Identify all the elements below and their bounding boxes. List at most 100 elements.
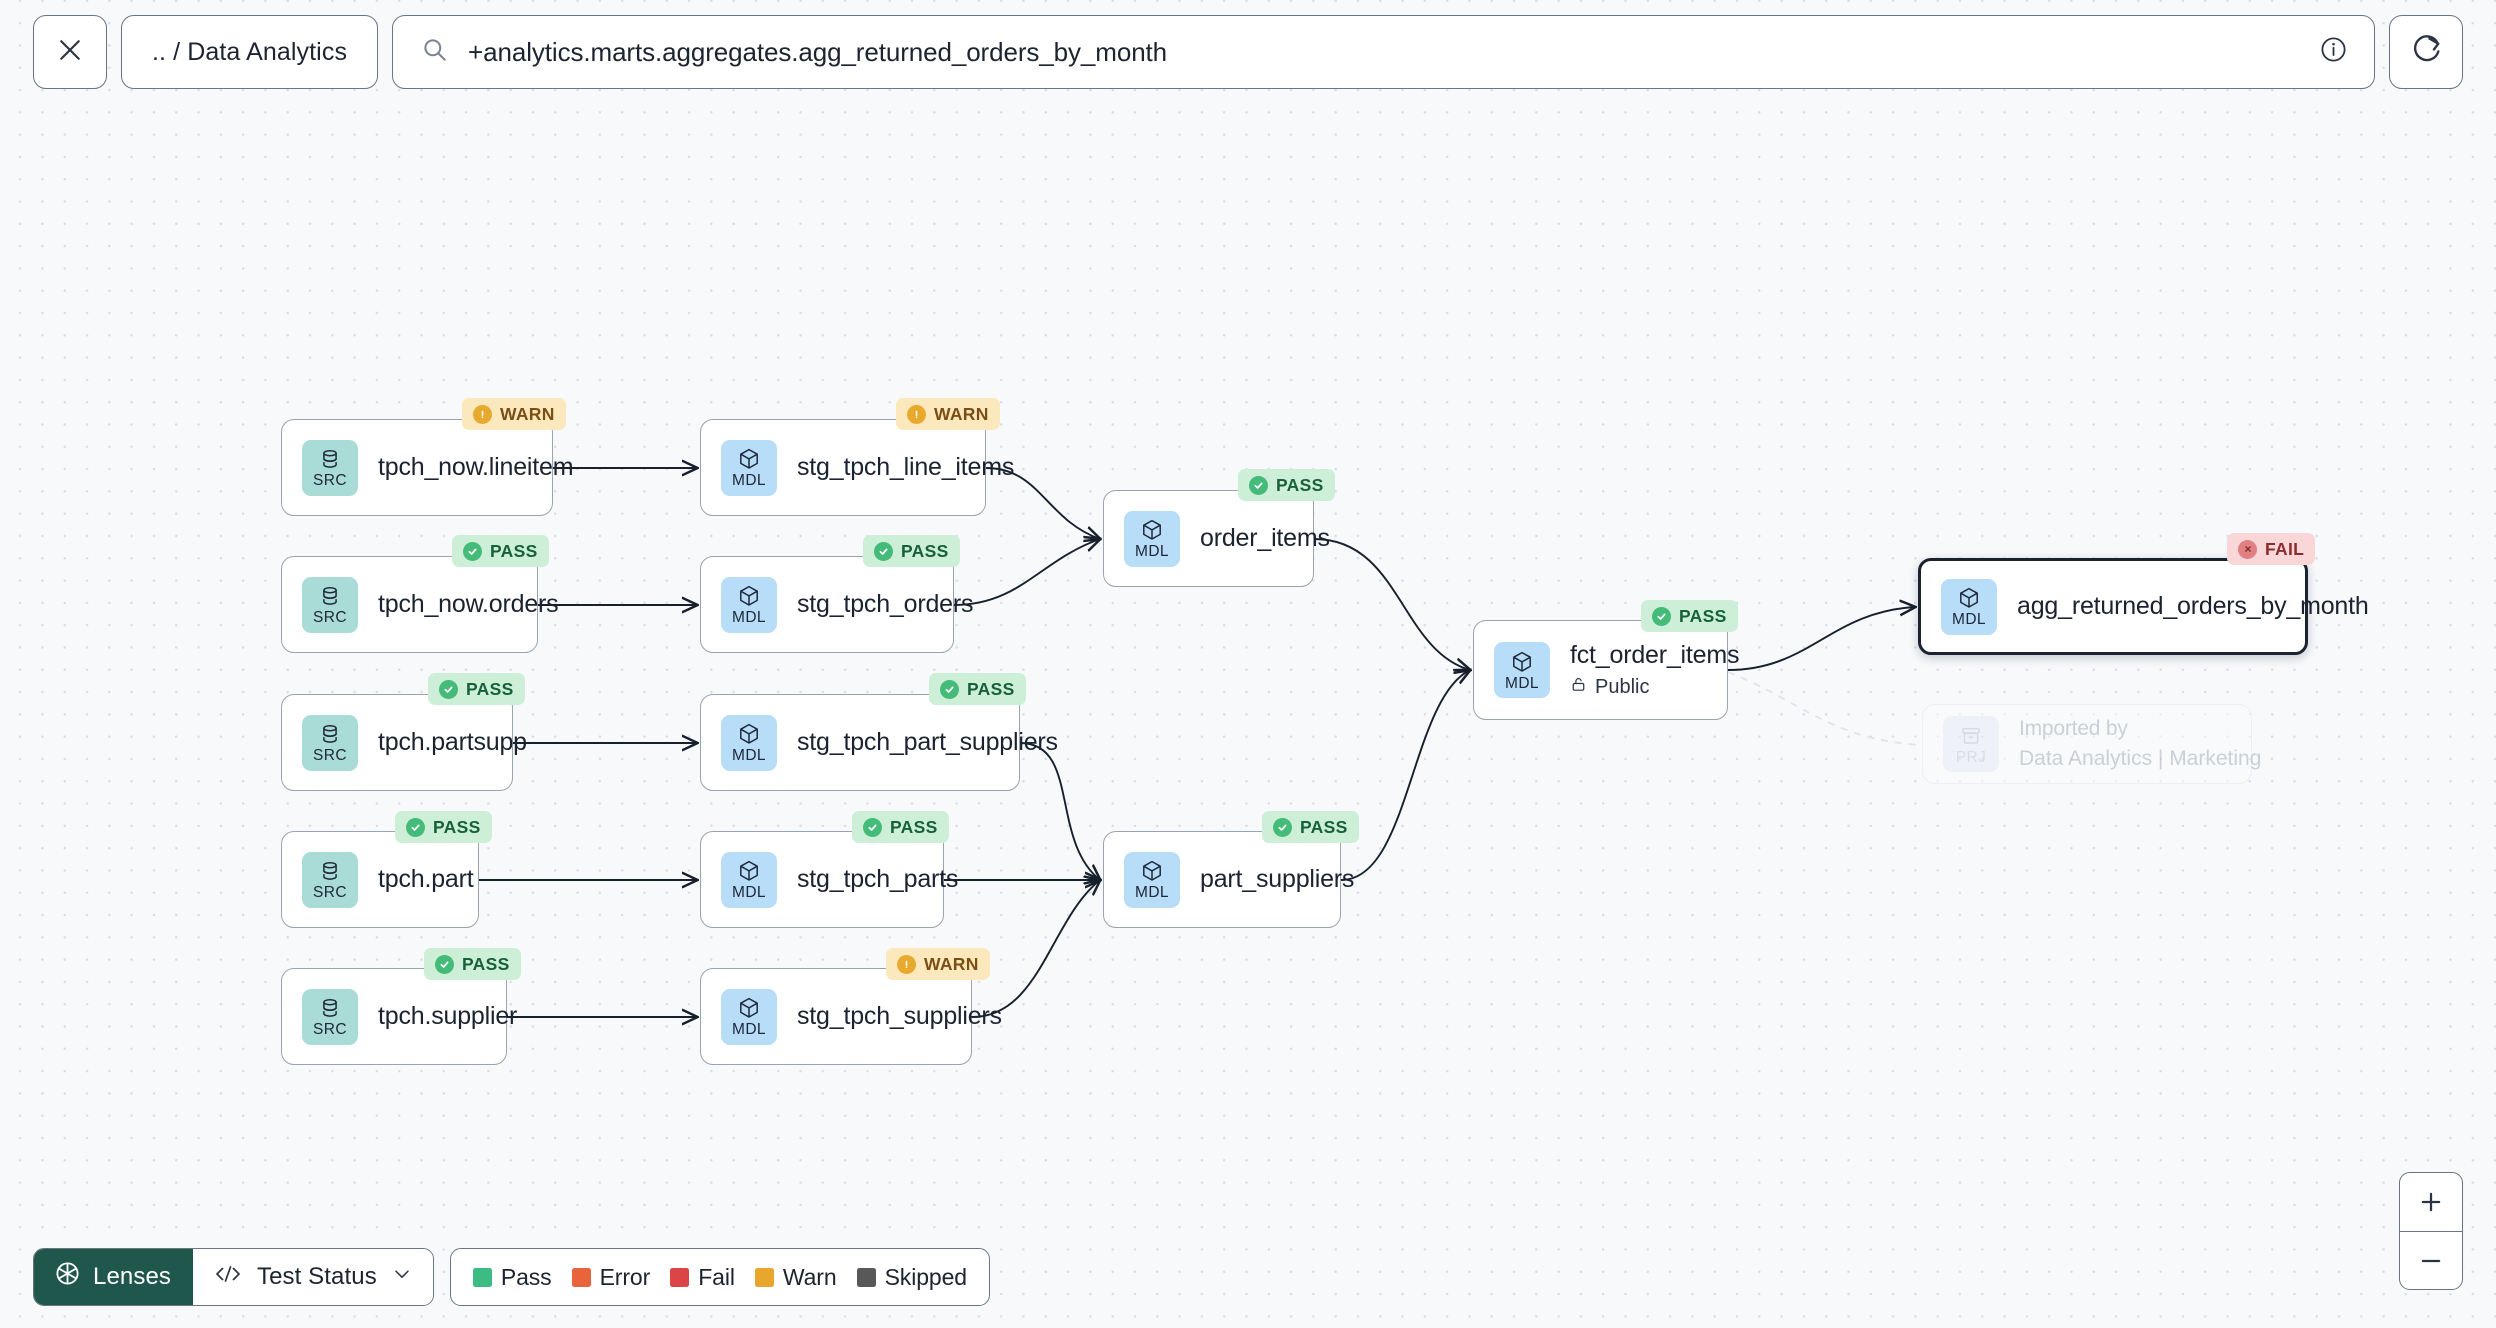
node-body: part_suppliers	[1200, 865, 1354, 894]
zoom-controls	[2399, 1172, 2463, 1290]
node-kind-label: MDL	[732, 609, 766, 627]
imported-by-source: Data Analytics | Marketing	[2019, 747, 2262, 770]
status-badge-stg_tpch_line_items: WARN	[896, 398, 1000, 430]
imported-by-card[interactable]: PRJ Imported by Data Analytics | Marketing	[1922, 704, 2261, 784]
legend-item-warn[interactable]: Warn	[754, 1263, 837, 1291]
search-field[interactable]: +analytics.marts.aggregates.agg_returned…	[392, 15, 2375, 89]
refresh-icon	[2410, 33, 2443, 71]
status-badge-label: WARN	[500, 403, 555, 424]
chevron-down-icon	[391, 1263, 413, 1292]
status-badge-tpch_now_lineitem: WARN	[462, 398, 566, 430]
lenses-button[interactable]: Lenses	[34, 1249, 193, 1305]
legend-label: Warn	[782, 1263, 837, 1290]
lenses-label: Lenses	[93, 1263, 171, 1290]
status-badge-stg_tpch_part_suppliers: PASS	[929, 673, 1026, 705]
status-badge-label: PASS	[1300, 816, 1348, 837]
cube-icon	[737, 583, 761, 609]
node-kind-label: MDL	[732, 472, 766, 490]
node-kind-chip-src: SRC	[302, 714, 358, 771]
legend-item-skipped[interactable]: Skipped	[856, 1263, 968, 1291]
refresh-button[interactable]	[2389, 15, 2463, 89]
node-kind-chip-prj: PRJ	[1943, 716, 1999, 772]
status-badge-tpch_part: PASS	[395, 811, 492, 843]
status-badge-label: PASS	[890, 816, 938, 837]
graph-node-tpch_supplier[interactable]: SRC tpch.supplier	[281, 968, 517, 1065]
pass-check-icon	[940, 679, 959, 699]
cube-icon	[1140, 858, 1164, 884]
node-kind-chip-mdl: MDL	[1124, 510, 1180, 567]
legend-item-error[interactable]: Error	[571, 1263, 651, 1291]
graph-node-stg_tpch_orders[interactable]: MDL stg_tpch_orders	[700, 556, 973, 653]
pass-check-icon	[1249, 475, 1268, 495]
status-badge-label: WARN	[934, 403, 989, 424]
cube-icon	[1957, 585, 1981, 611]
warn-exclaim-icon	[897, 954, 916, 974]
status-badge-tpch_partsupp: PASS	[428, 673, 525, 705]
node-kind-label: SRC	[313, 747, 347, 765]
node-title: stg_tpch_orders	[797, 590, 974, 618]
node-title: tpch.partsupp	[378, 728, 527, 756]
status-badge-label: PASS	[1679, 605, 1727, 626]
pass-check-icon	[863, 817, 882, 837]
info-icon[interactable]	[2319, 35, 2348, 69]
graph-node-order_items[interactable]: MDL order_items	[1103, 490, 1330, 587]
breadcrumb[interactable]: .. / Data Analytics	[121, 15, 379, 89]
legend-item-fail[interactable]: Fail	[670, 1264, 735, 1291]
node-body: stg_tpch_line_items	[797, 453, 1014, 482]
status-badge-label: PASS	[967, 678, 1015, 699]
node-body: tpch_now.orders	[378, 590, 559, 619]
node-kind-label: MDL	[732, 1021, 766, 1039]
search-input[interactable]: +analytics.marts.aggregates.agg_returned…	[468, 36, 1168, 67]
bottom-toolbar: Lenses Test Status Pass Error Fail Warn Skip…	[33, 1248, 990, 1306]
node-title: tpch.supplier	[378, 1002, 518, 1030]
node-title: agg_returned_orders_by_month	[2017, 592, 2369, 620]
zoom-out-button[interactable]	[2400, 1231, 2462, 1289]
graph-node-tpch_partsupp[interactable]: SRC tpch.partsupp	[281, 694, 527, 791]
node-body: tpch.supplier	[378, 1002, 517, 1031]
lenses-control-group: Lenses Test Status	[33, 1248, 434, 1306]
legend-item-pass[interactable]: Pass	[472, 1264, 552, 1291]
unlock-icon	[1570, 676, 1587, 699]
legend-label: Error	[599, 1263, 651, 1290]
close-button[interactable]	[33, 15, 107, 89]
database-icon	[318, 995, 342, 1021]
test-status-dropdown[interactable]: Test Status	[193, 1249, 433, 1305]
legend-swatch-skipped	[856, 1267, 876, 1287]
imported-by-label: Imported by	[2019, 717, 2128, 740]
legend-label: Skipped	[884, 1263, 968, 1290]
status-badge-label: FAIL	[2265, 538, 2305, 559]
node-title: stg_tpch_parts	[797, 865, 959, 893]
pass-check-icon	[439, 679, 458, 699]
node-kind-label: MDL	[732, 747, 766, 765]
cube-icon	[737, 446, 761, 472]
node-title: order_items	[1200, 524, 1330, 552]
node-body: tpch.part	[378, 865, 474, 894]
node-body: Imported by Data Analytics | Marketing	[2019, 717, 2261, 771]
aperture-icon	[54, 1260, 81, 1294]
graph-node-agg_returned_orders_by_month[interactable]: MDL agg_returned_orders_by_month	[1918, 558, 2369, 655]
node-kind-chip-mdl: MDL	[1941, 578, 1997, 635]
node-kind-chip-mdl: MDL	[721, 851, 777, 908]
top-toolbar: .. / Data Analytics +analytics.marts.agg…	[0, 0, 2496, 104]
node-kind-chip-src: SRC	[302, 988, 358, 1045]
pass-check-icon	[874, 541, 893, 561]
node-kind-label: PRJ	[1955, 748, 1987, 766]
status-badge-label: PASS	[490, 540, 538, 561]
graph-node-stg_tpch_line_items[interactable]: MDL stg_tpch_line_items	[700, 419, 1014, 516]
status-badge-stg_tpch_suppliers: WARN	[886, 948, 990, 980]
zoom-in-button[interactable]	[2400, 1173, 2462, 1231]
graph-node-stg_tpch_parts[interactable]: MDL stg_tpch_parts	[700, 831, 958, 928]
node-body: agg_returned_orders_by_month	[2017, 592, 2369, 621]
status-badge-tpch_now_orders: PASS	[452, 535, 549, 567]
node-title: tpch_now.lineitem	[378, 453, 574, 481]
pass-check-icon	[463, 541, 482, 561]
